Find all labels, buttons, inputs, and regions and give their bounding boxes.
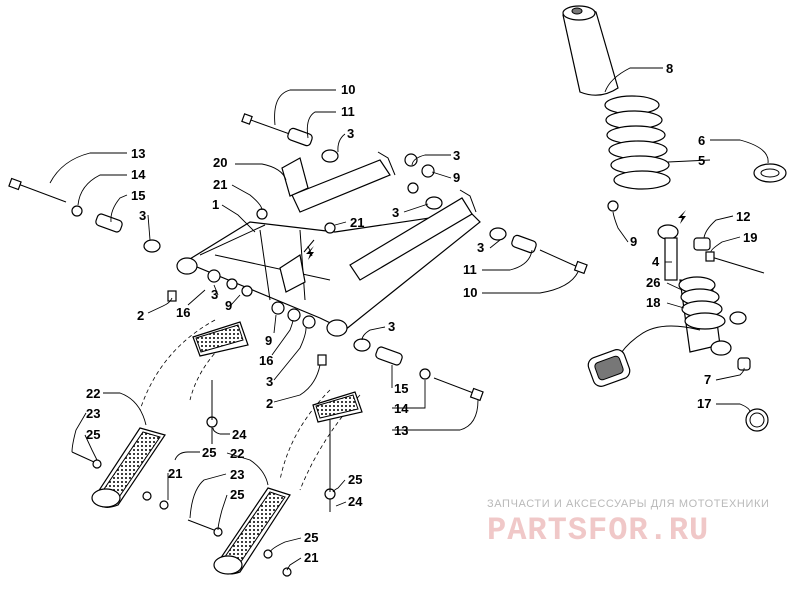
callout-9: 9 [630, 234, 637, 249]
shock-body [657, 224, 747, 356]
callout-5: 5 [698, 153, 705, 168]
callout-26: 26 [646, 275, 660, 290]
callout-23: 23 [86, 406, 100, 421]
callout-10: 10 [463, 285, 477, 300]
callout-16: 16 [176, 305, 190, 320]
callout-21: 21 [304, 550, 318, 565]
callout-15: 15 [394, 381, 408, 396]
callout-23: 23 [230, 467, 244, 482]
callout-8: 8 [666, 61, 673, 76]
callout-7: 7 [704, 372, 711, 387]
leader-lines [49, 67, 769, 571]
callout-3: 3 [453, 148, 460, 163]
shock-spring [604, 95, 671, 190]
callout-3: 3 [392, 205, 399, 220]
callout-11: 11 [463, 262, 477, 277]
callout-3: 3 [347, 126, 354, 141]
shock-boot [562, 5, 619, 96]
spring-seat-ring [753, 163, 787, 183]
callout-3: 3 [266, 374, 273, 389]
callout-18: 18 [646, 295, 660, 310]
callout-3: 3 [388, 319, 395, 334]
slide-rails [71, 319, 363, 577]
watermark-subtitle: ЗАПЧАСТИ И АКСЕССУАРЫ ДЛЯ МОТОТЕХНИКИ [487, 498, 770, 510]
callout-22: 22 [86, 386, 100, 401]
callout-22: 22 [230, 446, 244, 461]
rear-arm-frame [176, 151, 481, 337]
callout-13: 13 [131, 146, 145, 161]
callout-2: 2 [137, 308, 144, 323]
callout-25: 25 [86, 427, 100, 442]
callout-3: 3 [139, 208, 146, 223]
callout-25: 25 [230, 487, 244, 502]
callout-10: 10 [341, 82, 355, 97]
callout-9: 9 [265, 333, 272, 348]
watermark-logo: PARTSFOR.RU [487, 512, 710, 549]
direction-arrows [306, 210, 686, 260]
callout-9: 9 [225, 298, 232, 313]
callout-13: 13 [394, 423, 408, 438]
callout-14: 14 [131, 167, 146, 182]
callout-12: 12 [736, 209, 750, 224]
callout-19: 19 [743, 230, 757, 245]
callout-3: 3 [211, 287, 218, 302]
shock-reservoir [587, 325, 701, 387]
watermark: ЗАПЧАСТИ И АКСЕССУАРЫ ДЛЯ МОТОТЕХНИКИ PA… [487, 498, 787, 549]
callout-20: 20 [213, 155, 227, 170]
callout-21: 21 [213, 177, 227, 192]
callout-25: 25 [348, 472, 362, 487]
shock-hardware [607, 200, 769, 432]
callout-21: 21 [168, 466, 182, 481]
callout-15: 15 [131, 188, 145, 203]
callout-11: 11 [341, 104, 355, 119]
callout-25: 25 [304, 530, 318, 545]
callout-4: 4 [652, 254, 660, 269]
callout-3: 3 [477, 240, 484, 255]
callout-16: 16 [259, 353, 273, 368]
callout-17: 17 [697, 396, 711, 411]
callout-21: 21 [350, 215, 364, 230]
callout-1: 1 [212, 197, 219, 212]
callout-9: 9 [453, 170, 460, 185]
callout-labels: 10 11 3 13 14 15 3 20 21 1 21 3 9 3 3 11… [86, 61, 757, 565]
hardware-left [8, 113, 588, 402]
callout-2: 2 [266, 396, 273, 411]
callout-24: 24 [232, 427, 247, 442]
callout-25: 25 [202, 445, 216, 460]
shock-absorber-assembly [562, 5, 787, 432]
callout-24: 24 [348, 494, 363, 509]
callout-6: 6 [698, 133, 705, 148]
callout-14: 14 [394, 401, 409, 416]
